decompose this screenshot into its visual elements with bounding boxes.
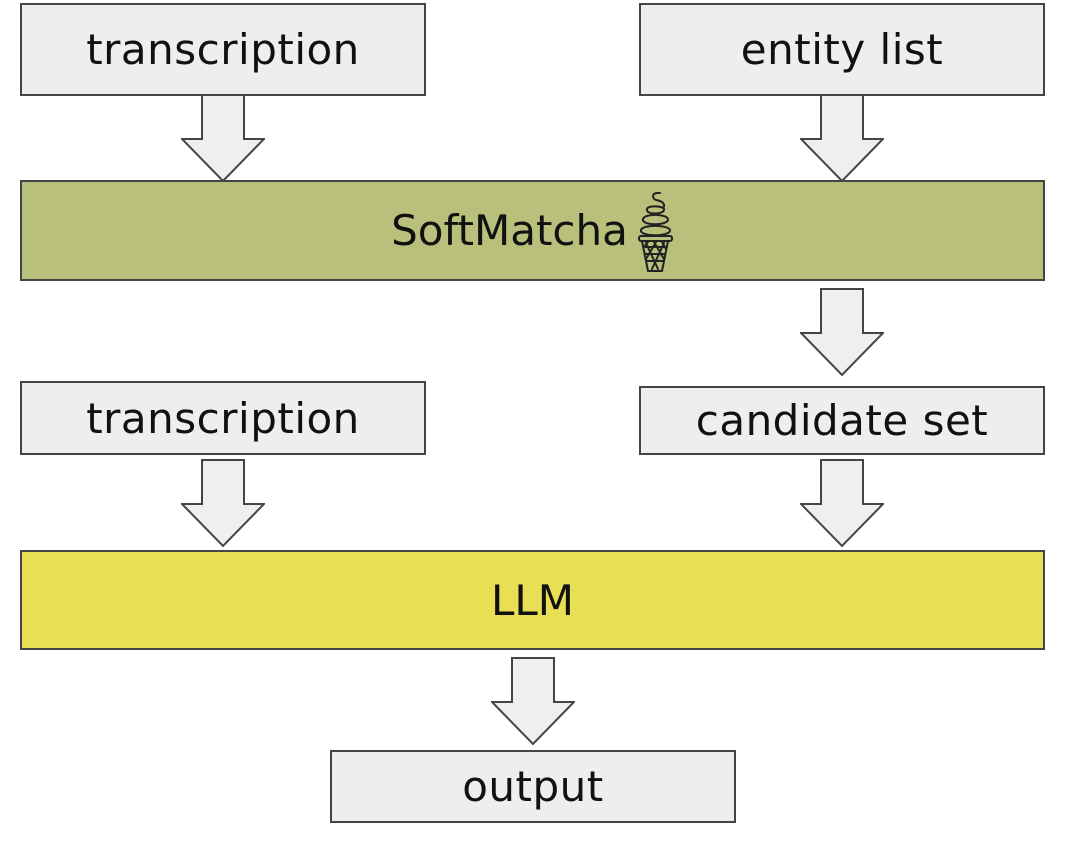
arrow-down-icon — [181, 94, 265, 183]
candidate-set-label: candidate set — [695, 396, 989, 445]
transcription-label-mid: transcription — [86, 393, 360, 443]
candidate-set-node: candidate set — [639, 386, 1045, 455]
softmatcha-stage: SoftMatcha — [20, 180, 1045, 281]
arrow-down-icon — [491, 657, 575, 746]
transcription-label-top: transcription — [86, 25, 360, 74]
transcription-input-top: transcription — [20, 3, 426, 96]
arrow-down-icon — [800, 459, 884, 548]
output-label: output — [462, 762, 604, 811]
arrow-down-icon — [181, 459, 265, 548]
arrow-down-icon — [800, 288, 884, 377]
arrow-down-icon — [800, 94, 884, 183]
softmatcha-label: SoftMatcha — [391, 206, 628, 255]
transcription-input-mid: transcription — [20, 381, 426, 455]
llm-label: LLM — [490, 575, 575, 625]
output-node: output — [330, 750, 736, 823]
llm-stage: LLM — [20, 550, 1045, 650]
soft-serve-ice-cream-icon — [637, 191, 673, 272]
entity-list-input: entity list — [639, 3, 1045, 96]
entity-list-label: entity list — [740, 25, 944, 74]
